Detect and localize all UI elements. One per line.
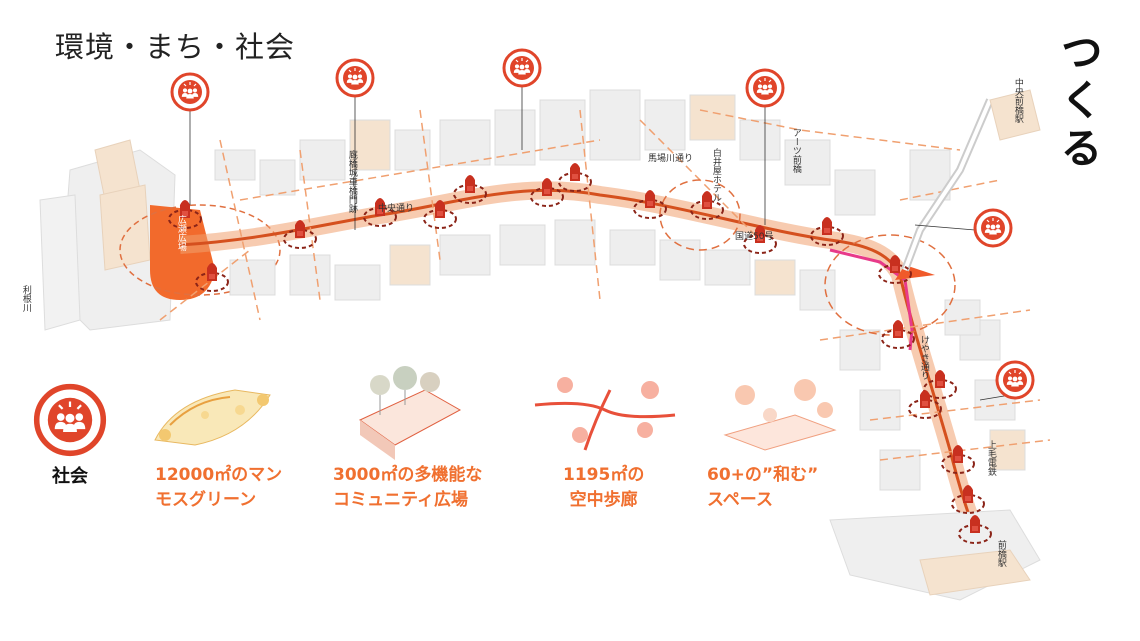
- building-block: [879, 449, 921, 491]
- label-keyaki: けやき通り: [918, 335, 929, 380]
- building-block: [589, 89, 641, 161]
- label-joshin: 上毛電鉄: [985, 440, 996, 476]
- buildings-layer: [214, 89, 1026, 491]
- feature-plaza-line2: コミュニティ広場: [333, 489, 468, 510]
- building-block-west: [39, 139, 176, 331]
- illustration-community-plaza: [359, 366, 462, 460]
- people-icon: [504, 50, 540, 86]
- illustration-green-park: [154, 389, 271, 446]
- dashed-streets: [159, 109, 1051, 461]
- vertical-title: つくる: [1054, 30, 1103, 174]
- building-block: [334, 264, 381, 301]
- building-block: [609, 229, 656, 266]
- feature-relax-line2: スペース: [707, 489, 773, 510]
- building-block: [989, 429, 1026, 471]
- building-block: [349, 119, 391, 171]
- callout-lines: [189, 85, 1011, 401]
- building-block: [439, 119, 491, 166]
- label-chuo-street: 中央通り: [378, 204, 415, 214]
- feature-skywalk-line2: 空中歩廊: [569, 489, 638, 510]
- railway: [901, 98, 994, 272]
- legend-label: 社会: [52, 466, 88, 487]
- feature-green-line1: 12000㎡のマン: [155, 465, 283, 485]
- label-jomon: 廐橋城車橋門跡: [346, 150, 357, 213]
- label-tonegawa: 利根川: [20, 285, 31, 312]
- label-maebashi-station: 前橋駅: [995, 540, 1006, 567]
- building-block: [689, 94, 736, 141]
- building-block: [944, 299, 981, 336]
- social-legend-icon: [37, 387, 104, 454]
- illustration-relax-space: [723, 379, 837, 451]
- feature-skywalk: 1195㎡の 空中歩廊: [563, 463, 644, 512]
- building-block: [784, 139, 831, 186]
- building-block: [834, 169, 876, 216]
- label-chuo-station: 中央前橋駅: [1012, 78, 1023, 123]
- building-block: [739, 119, 781, 161]
- people-icon: [975, 210, 1011, 246]
- building-block: [859, 389, 901, 431]
- building-block: [299, 139, 346, 181]
- label-arts: アーツ前橋: [790, 128, 801, 173]
- people-icon: [997, 362, 1033, 398]
- building-block: [389, 244, 431, 286]
- building-block: [289, 254, 331, 296]
- label-plaza: 広瀬広場: [175, 215, 186, 251]
- building-block: [259, 159, 296, 196]
- maebashi-station-building: [829, 89, 1041, 601]
- feature-plaza-line1: 3000㎡の多機能な: [333, 465, 483, 485]
- illustration-skywalk: [534, 377, 676, 451]
- building-block: [659, 239, 701, 281]
- building-block: [704, 249, 751, 286]
- building-block: [214, 149, 256, 181]
- people-icon: [337, 60, 373, 96]
- people-icon: [747, 70, 783, 106]
- building-block: [754, 259, 796, 296]
- label-route50: 国道50号: [735, 232, 774, 242]
- label-umayabashi: 馬場川通り: [648, 154, 694, 164]
- building-block: [499, 224, 546, 266]
- building-block: [539, 99, 586, 161]
- feature-green: 12000㎡のマン モスグリーン: [155, 463, 282, 512]
- feature-green-line2: モスグリーン: [155, 489, 257, 510]
- page-title: 環境・まち・社会: [55, 30, 296, 64]
- feature-skywalk-line1: 1195㎡の: [563, 465, 645, 485]
- building-block: [229, 259, 276, 296]
- feature-relax-line1: 60+の”和む”: [707, 465, 819, 485]
- building-block: [644, 99, 686, 151]
- people-icon: [172, 74, 208, 110]
- feature-plaza: 3000㎡の多機能な コミュニティ広場: [333, 463, 482, 512]
- building-block: [439, 234, 491, 276]
- building-block: [554, 219, 596, 266]
- label-hotel: 白井屋ホテル: [710, 148, 721, 202]
- feature-relax: 60+の”和む” スペース: [707, 463, 818, 512]
